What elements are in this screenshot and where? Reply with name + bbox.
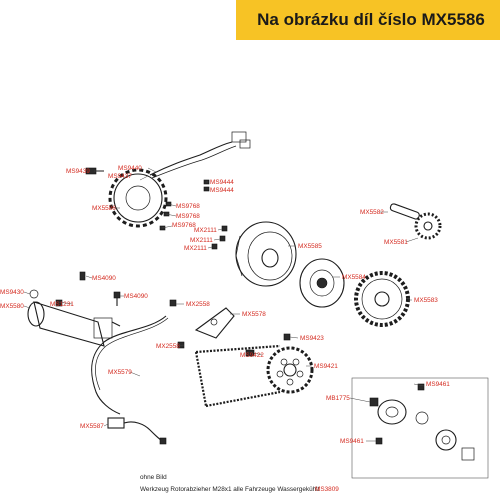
label-mx5587: MX5587 bbox=[80, 423, 104, 430]
label-ms9461-2: MS9461 bbox=[340, 438, 364, 445]
label-ms9768-2: MS9768 bbox=[176, 213, 200, 220]
label-ms9421: MS9421 bbox=[314, 363, 338, 370]
label-mx2111-1: MX2111 bbox=[194, 227, 217, 234]
label-mx5580: MX5580 bbox=[0, 303, 24, 310]
label-mx5584: MX5584 bbox=[342, 274, 366, 281]
label-mx2111-2: MX2111 bbox=[190, 237, 213, 244]
label-ms4090-1: MS4090 bbox=[92, 275, 116, 282]
starter-o-ring[interactable] bbox=[29, 289, 39, 299]
starter-cable[interactable] bbox=[91, 315, 169, 415]
chain-tensioner[interactable] bbox=[169, 299, 235, 349]
starter-gear[interactable] bbox=[354, 271, 410, 327]
label-ms9439: MS9439 bbox=[66, 168, 90, 175]
label-mx5581: MX5581 bbox=[384, 239, 408, 246]
label-ms9423: MS9423 bbox=[300, 335, 324, 342]
idle-gear-shaft[interactable] bbox=[389, 203, 421, 220]
starter-motor[interactable] bbox=[27, 301, 121, 347]
label-mx5583: MX5583 bbox=[414, 297, 438, 304]
label-ms9440: MS9440 bbox=[118, 165, 142, 172]
label-mx5582: MX5582 bbox=[360, 209, 384, 216]
label-ms9768-1: MS9768 bbox=[176, 203, 200, 210]
starter-clutch[interactable] bbox=[299, 258, 345, 308]
starter-bolts[interactable] bbox=[55, 271, 121, 307]
chain-sprocket[interactable] bbox=[266, 346, 314, 394]
small-screws-set[interactable] bbox=[159, 179, 228, 250]
idle-gear[interactable] bbox=[414, 212, 442, 240]
flywheel-rotor[interactable] bbox=[235, 221, 297, 287]
footer-note: ohne Bild bbox=[140, 474, 167, 481]
label-mx2558-1: MX2558 bbox=[186, 301, 210, 308]
label-mx5586: MX5586 bbox=[92, 205, 116, 212]
footer-tool-code: MS3809 bbox=[315, 486, 339, 493]
label-mx5585: MX5585 bbox=[298, 243, 322, 250]
banner-title: Na obrázku díl číslo MX5586 bbox=[257, 10, 485, 29]
label-ms9768-3: MS9768 bbox=[172, 222, 196, 229]
label-ms9444-2: MS9444 bbox=[210, 187, 234, 194]
label-ms9444-1: MS9444 bbox=[210, 179, 234, 186]
label-mb1775: MB1775 bbox=[326, 395, 350, 402]
label-ms9437: MS9437 bbox=[108, 173, 132, 180]
timing-chain[interactable] bbox=[194, 344, 281, 408]
pump-group-box bbox=[351, 377, 489, 479]
footer-tool-text: Werkzeug Rotorabzieher M28x1 alle Fahrze… bbox=[140, 486, 320, 493]
label-ms1231: MS1231 bbox=[50, 301, 74, 308]
label-mx5579: MX5579 bbox=[108, 369, 132, 376]
label-ms9430: MS9430 bbox=[0, 289, 24, 296]
part-number-banner: Na obrázku díl číslo MX5586 bbox=[236, 0, 500, 40]
label-mx2558-2: MX2558 bbox=[156, 343, 180, 350]
stator-assembly[interactable] bbox=[108, 131, 251, 228]
label-mx5578: MX5578 bbox=[242, 311, 266, 318]
label-ms4090-2: MS4090 bbox=[124, 293, 148, 300]
label-mx2111-3: MX2111 bbox=[184, 245, 207, 252]
label-ms9461-1: MS9461 bbox=[426, 381, 450, 388]
pump-housing[interactable] bbox=[369, 383, 475, 461]
label-ms9422: MS9422 bbox=[240, 352, 264, 359]
pickup-sensor[interactable] bbox=[107, 417, 167, 445]
